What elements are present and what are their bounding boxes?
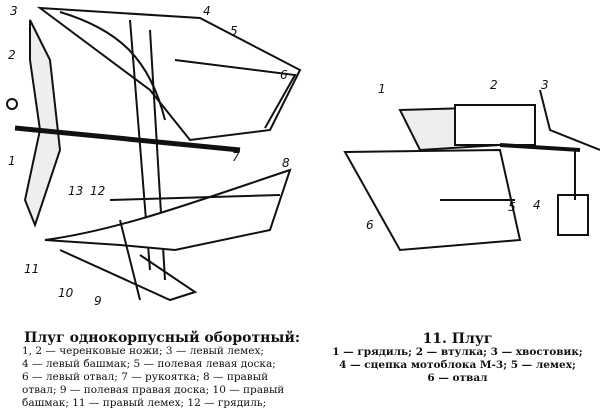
left-caption-title: Плуг однокорпусный оборотный:: [24, 330, 300, 346]
label-r1: 1: [378, 82, 386, 96]
caption-line: 4 — сцепка мотоблока М-3; 5 — лемех;: [339, 359, 576, 371]
caption-line: 6 — левый отвал; 7 — рукоятка; 8 — правы…: [22, 371, 269, 383]
label-12: 12: [90, 184, 106, 198]
label-r4: 4: [533, 198, 541, 212]
label-4: 4: [203, 4, 211, 18]
label-6: 6: [280, 68, 288, 82]
caption-line: башмак; 11 — правый лемех; 12 — грядиль;: [22, 397, 267, 409]
label-1: 1: [8, 154, 16, 168]
caption-line: отвал; 9 — полевая правая доска; 10 — пр…: [22, 384, 285, 396]
caption-line: 1, 2 — черенковые ножи; 3 — левый лемех;: [22, 345, 264, 357]
label-5: 5: [230, 24, 238, 38]
caption-line: 1 — грядиль; 2 — втулка; 3 — хвостовик;: [332, 346, 583, 358]
label-8: 8: [282, 156, 290, 170]
right-plough-drawing: [343, 89, 600, 252]
label-r6: 6: [366, 218, 374, 232]
right-caption: 11. Плуг 1 — грядиль; 2 — втулка; 3 — хв…: [325, 331, 590, 385]
caption-line: 6 — отвал: [427, 372, 488, 384]
label-r2: 2: [490, 78, 498, 92]
left-caption: Плуг однокорпусный оборотный: 1, 2 — чер…: [22, 330, 300, 409]
caption-line: 4 — левый башмак; 5 — полевая левая доск…: [22, 358, 276, 370]
label-11: 11: [24, 262, 40, 276]
label-2: 2: [8, 48, 16, 62]
label-r5: 5: [508, 200, 516, 214]
label-3: 3: [10, 4, 18, 18]
label-13: 13: [68, 184, 84, 198]
label-9: 9: [94, 294, 102, 308]
label-7: 7: [232, 150, 240, 164]
label-10: 10: [58, 286, 74, 300]
label-r3: 3: [541, 78, 549, 92]
right-caption-title: 11. Плуг: [422, 331, 493, 347]
left-plough-drawing: [6, 6, 302, 302]
